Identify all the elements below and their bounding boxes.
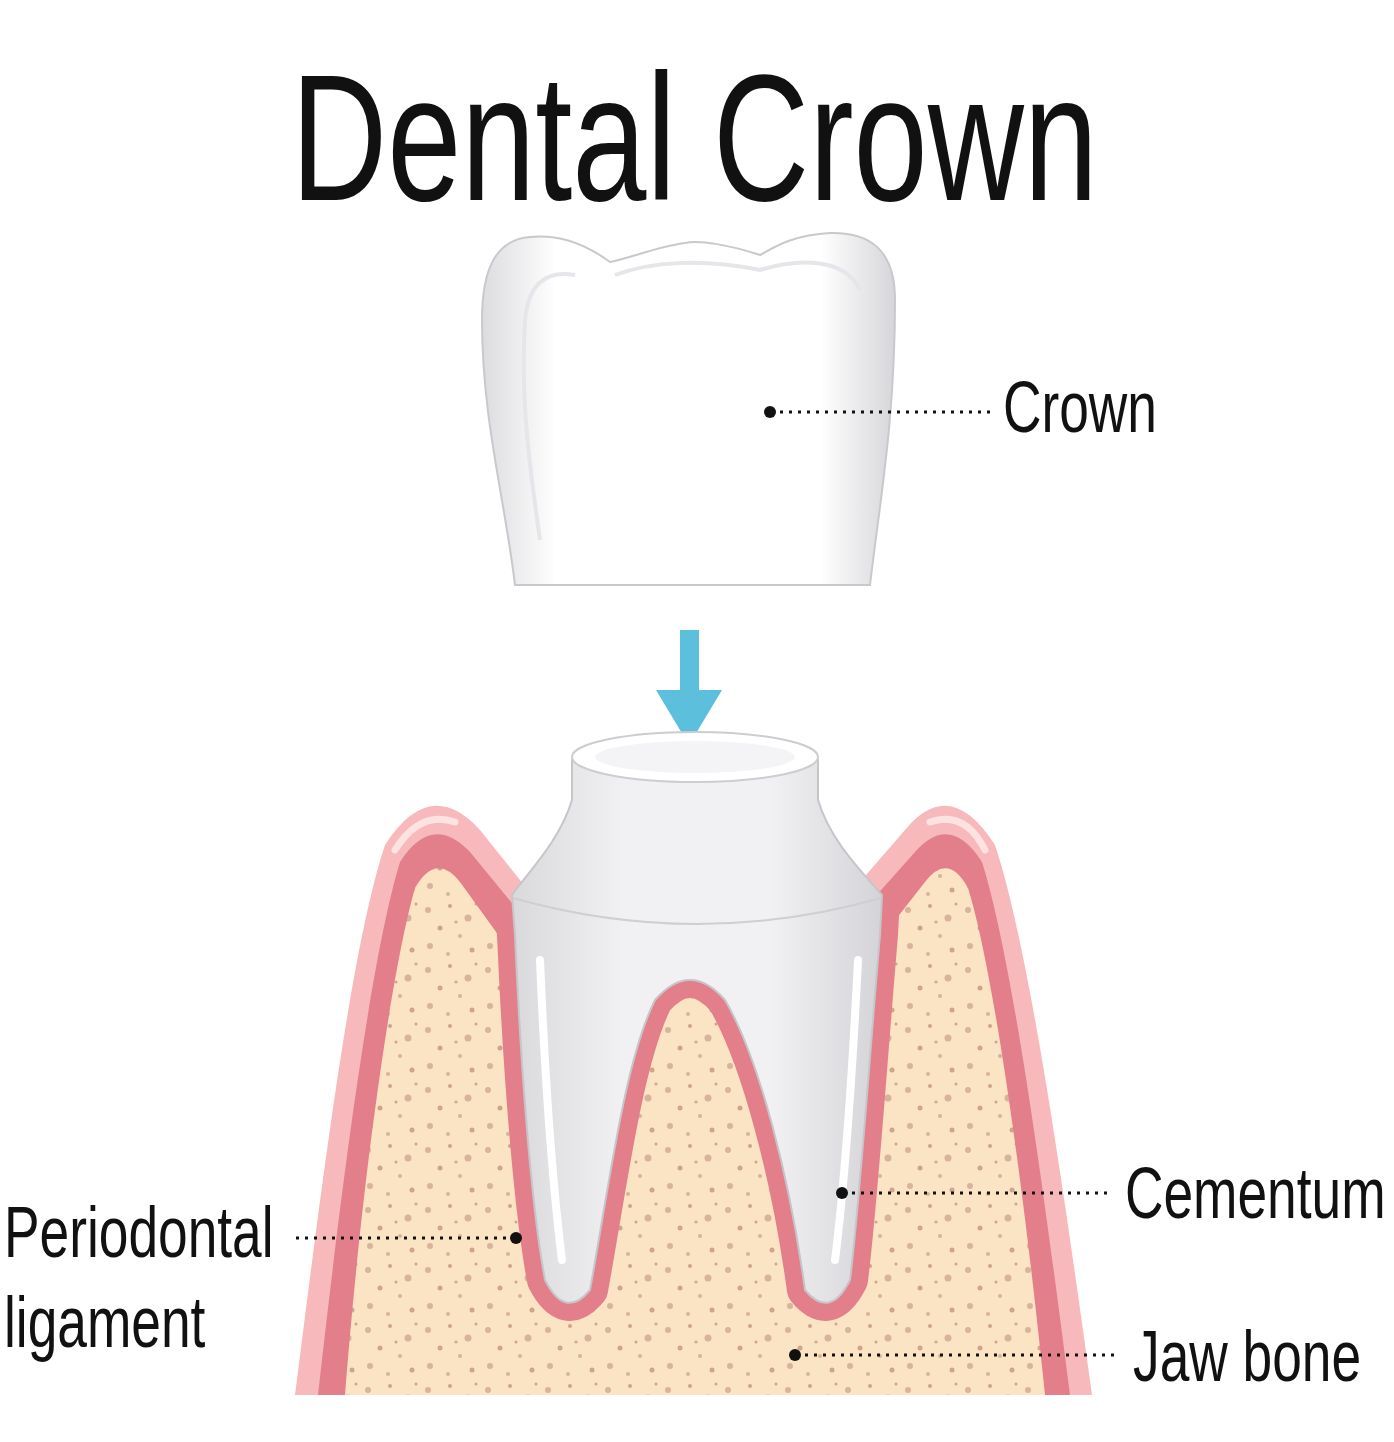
tooth-collar-line bbox=[513, 898, 881, 924]
leader-line bbox=[805, 1354, 1120, 1357]
part-label: Cementum bbox=[1125, 1148, 1386, 1238]
leader-dot bbox=[764, 406, 776, 418]
diagram-title: Dental Crown bbox=[291, 48, 1098, 228]
leader-dot bbox=[510, 1232, 522, 1244]
leader-dot bbox=[836, 1187, 848, 1199]
tooth-top-shine bbox=[595, 741, 795, 773]
root-shading bbox=[540, 960, 858, 1260]
leader-lines bbox=[292, 406, 1120, 1361]
leader-line bbox=[292, 1237, 506, 1240]
part-label: Crown bbox=[1003, 362, 1157, 452]
leader-line bbox=[780, 411, 990, 414]
tooth-top bbox=[572, 732, 818, 782]
crown-cap bbox=[482, 233, 895, 585]
leader-dot bbox=[789, 1349, 801, 1361]
crown-highlight bbox=[524, 263, 860, 540]
bone-bottom-cover bbox=[300, 1395, 1100, 1442]
leader-line bbox=[852, 1192, 1110, 1195]
part-label: Periodontal ligament bbox=[4, 1187, 293, 1367]
prepared-tooth bbox=[512, 760, 882, 1303]
arrow-shaft bbox=[680, 630, 699, 692]
part-label: Jaw bone bbox=[1133, 1311, 1361, 1401]
